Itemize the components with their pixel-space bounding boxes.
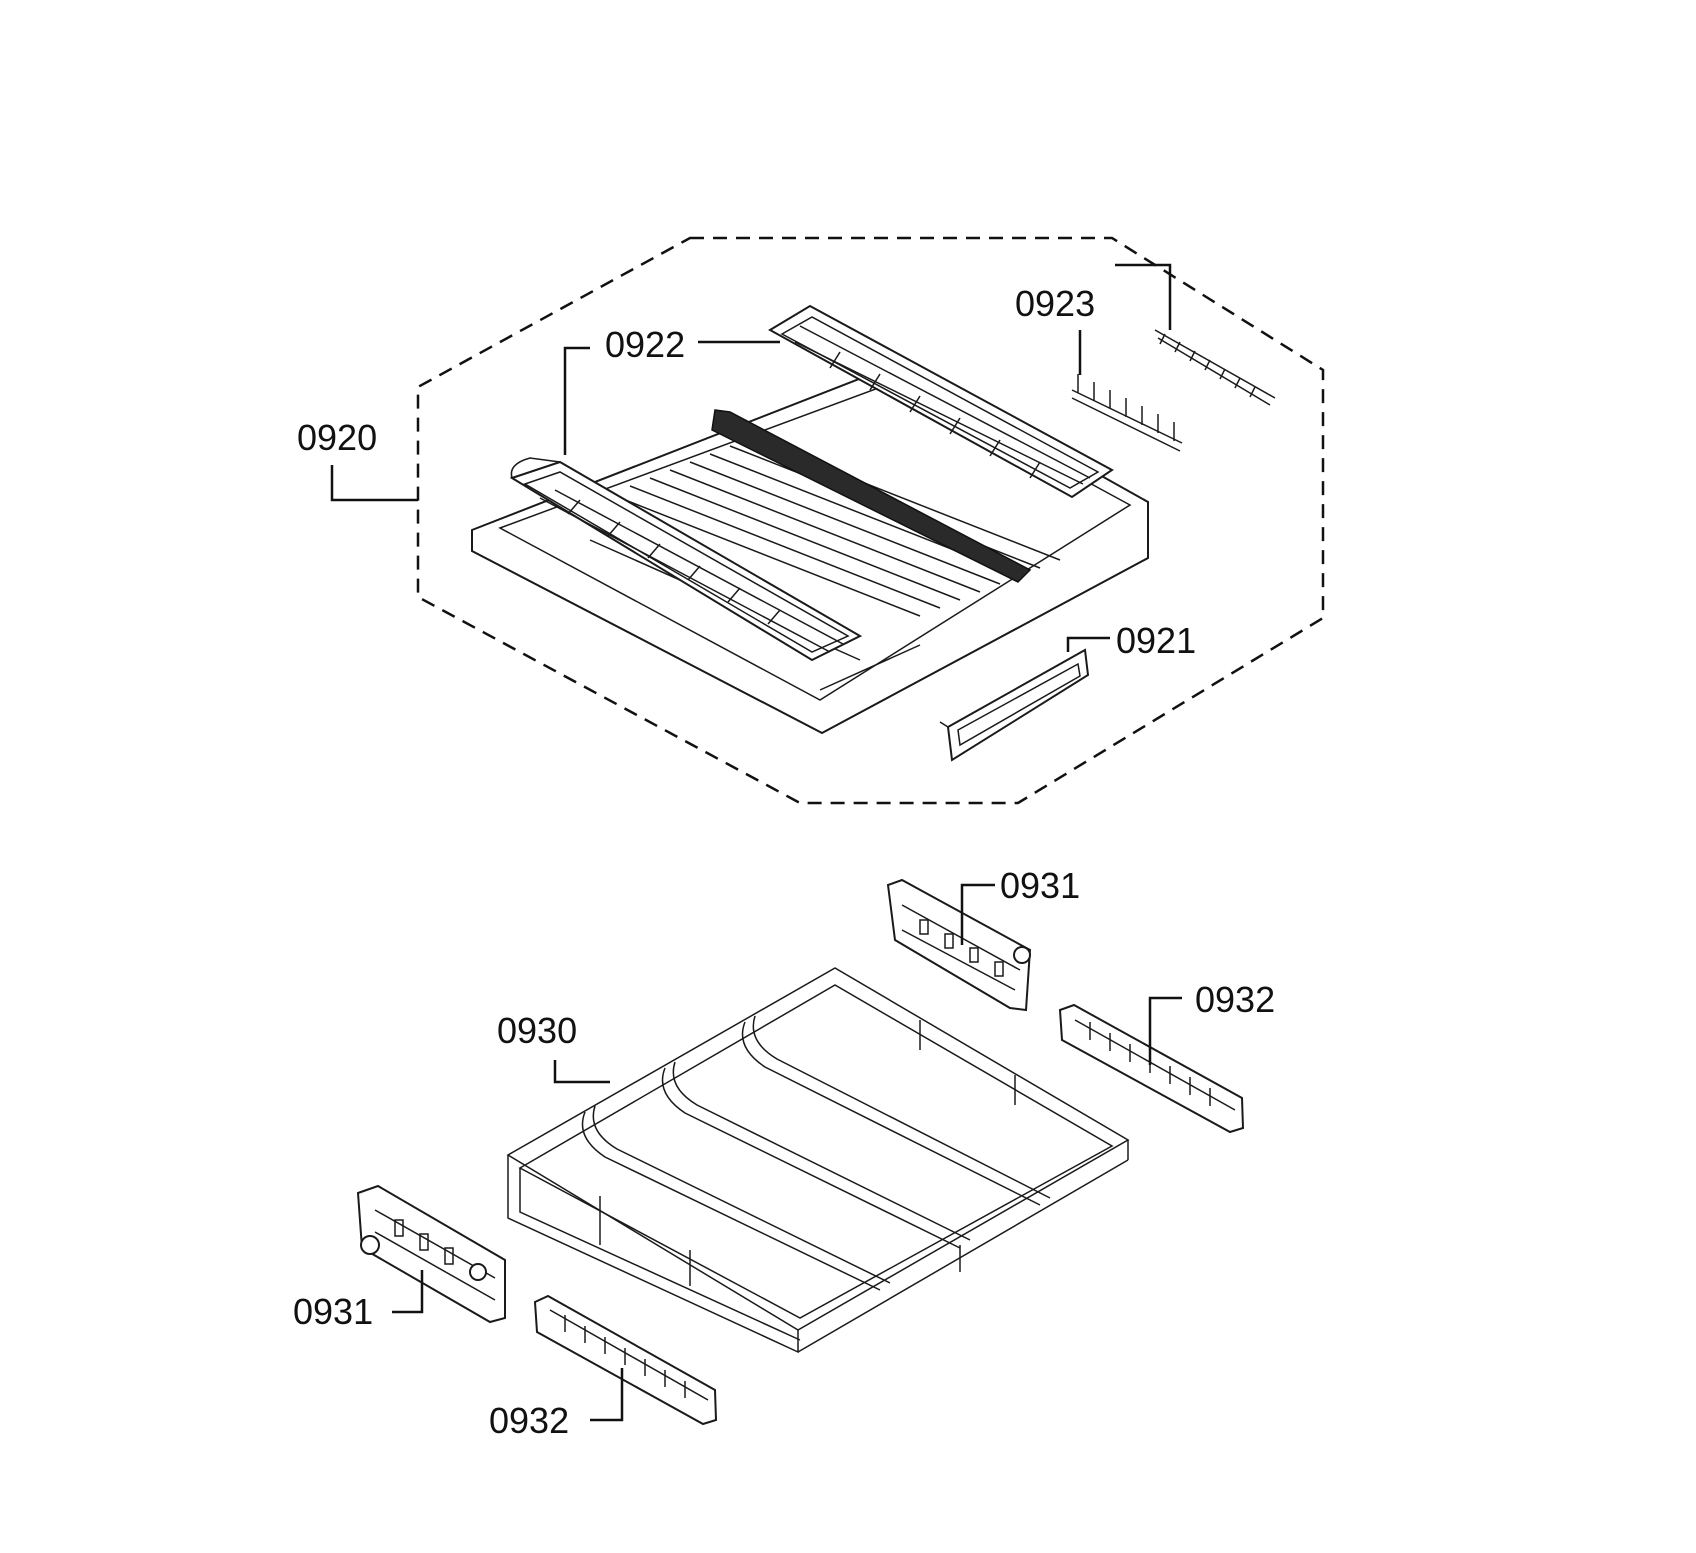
callout-0931-lower: 0931 <box>293 1291 373 1332</box>
tray-dark-tines <box>711 409 1032 583</box>
upper-rack-assembly-group <box>416 236 1325 805</box>
callout-0932-lower: 0932 <box>489 1400 569 1441</box>
callout-0932-upper: 0932 <box>1195 979 1275 1020</box>
lower-tine-strip-teeth <box>1077 374 1175 441</box>
strip-upper <box>1058 1003 1245 1134</box>
strip-lower-teeth <box>564 1315 686 1398</box>
callout-0931-upper: 0931 <box>1000 865 1080 906</box>
callout-0921: 0921 <box>1116 620 1196 661</box>
tine-strips <box>1071 329 1276 452</box>
wire-basket-frame <box>506 967 1130 1354</box>
right-rack-slots <box>829 351 1041 479</box>
upper-rack-tray <box>471 361 1149 735</box>
callout-labels: 0920 0922 0923 0921 0931 0932 0930 0931 … <box>293 283 1275 1441</box>
callout-0920: 0920 <box>297 417 377 458</box>
left-side-rack <box>509 457 863 662</box>
assembly-boundary-dashed <box>416 236 1325 805</box>
clip-lower-slots <box>394 1219 454 1265</box>
front-handle-piece <box>939 648 1090 762</box>
callout-0930: 0930 <box>497 1010 577 1051</box>
callout-0922: 0922 <box>605 324 685 365</box>
right-side-rack <box>767 304 1114 499</box>
upper-tine-strip-teeth <box>1159 333 1256 398</box>
callout-0923: 0923 <box>1015 283 1095 324</box>
left-rack-slots <box>567 499 781 625</box>
clip-upper-slots <box>919 919 1004 977</box>
leader-lines <box>330 263 1182 1422</box>
clip-lower <box>356 1184 506 1324</box>
strip-lower <box>533 1294 718 1426</box>
